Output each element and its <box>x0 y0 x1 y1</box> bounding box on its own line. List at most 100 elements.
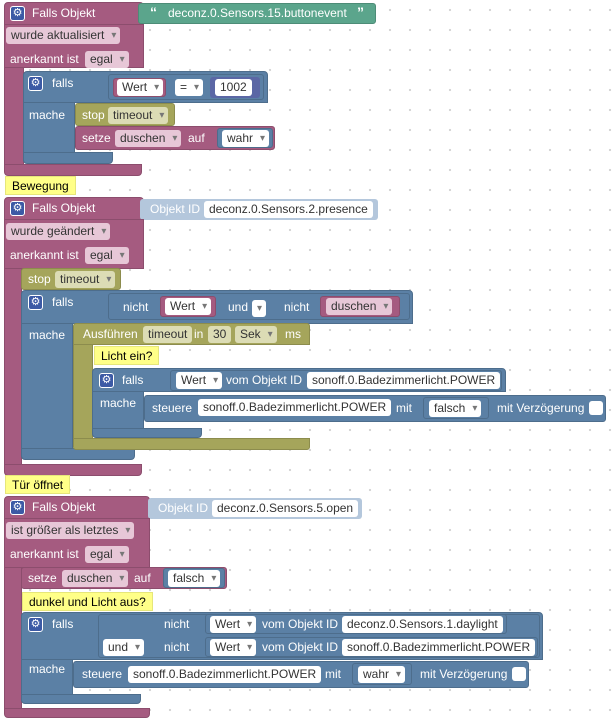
execute-foot <box>73 438 310 450</box>
if-label: falls <box>122 373 144 387</box>
comment-dunkel[interactable]: dunkel und Licht aus? <box>22 592 153 611</box>
if-label: falls <box>52 617 74 631</box>
quote-close-icon: ” <box>357 4 364 20</box>
value-dropdown[interactable]: Wert <box>165 298 212 315</box>
gear-icon[interactable]: ⚙ <box>99 373 114 388</box>
comment-tuer[interactable]: Tür öffnet <box>5 475 71 494</box>
not-label: nicht <box>123 300 149 314</box>
trigger-2-foot <box>4 464 142 476</box>
in-label: in <box>194 327 204 341</box>
with-label: mit <box>396 401 412 415</box>
from-object-label: vom Objekt ID <box>262 640 339 654</box>
comment-bewegung[interactable]: Bewegung <box>5 176 76 195</box>
number-value[interactable]: 1002 <box>215 79 252 96</box>
bool-dropdown[interactable]: wahr <box>358 666 406 683</box>
object-id-field[interactable]: deconz.0.Sensors.1.daylight <box>342 616 503 633</box>
trigger-1-spine <box>4 67 24 167</box>
trigger-1-title: Falls Objekt <box>32 6 96 20</box>
delay-label: mit Verzögerung <box>497 401 585 415</box>
ack-label: anerkannt ist <box>10 248 79 262</box>
ack-label: anerkannt ist <box>10 52 79 66</box>
ack-dropdown[interactable]: egal <box>85 247 129 264</box>
gear-icon[interactable]: ⚙ <box>10 201 25 216</box>
variable-dropdown[interactable]: duschen <box>62 570 129 587</box>
value-dropdown[interactable]: Wert <box>210 639 257 656</box>
and-label: und <box>228 300 249 314</box>
if-block-1-foot <box>23 152 113 164</box>
timeout-number[interactable]: 30 <box>208 326 232 343</box>
control-object-field[interactable]: sonoff.0.Badezimmerlicht.POWER <box>198 399 392 416</box>
timeout-name-field[interactable]: timeout <box>143 326 193 343</box>
set-label: setze <box>28 571 57 585</box>
operator-dropdown[interactable]: = <box>175 79 204 96</box>
quote-open-icon: “ <box>150 4 157 20</box>
object-id-field[interactable]: sonoff.0.Badezimmerlicht.POWER <box>342 639 536 656</box>
execute-label: Ausführen <box>83 327 138 341</box>
variable-dropdown[interactable]: duschen <box>326 298 393 315</box>
set-label: setze <box>82 131 111 145</box>
trigger-2-title: Falls Objekt <box>32 201 96 215</box>
auf-label: auf <box>188 131 205 145</box>
bool-dropdown[interactable]: falsch <box>168 570 221 587</box>
ack-dropdown[interactable]: egal <box>85 51 129 68</box>
gear-icon[interactable]: ⚙ <box>28 76 43 91</box>
trigger-1-foot <box>4 164 142 176</box>
text-block[interactable] <box>138 3 376 24</box>
delay-label: mit Verzögerung <box>420 667 508 681</box>
do-label: mache <box>100 396 137 410</box>
not-label: nicht <box>164 617 190 631</box>
stop-label: stop <box>82 108 105 122</box>
gear-icon[interactable]: ⚙ <box>10 6 25 21</box>
do-spine-3 <box>21 659 73 699</box>
inner-if-foot <box>92 428 202 438</box>
trigger-dropdown[interactable]: wurde aktualisiert <box>6 27 121 44</box>
gear-icon[interactable]: ⚙ <box>28 617 43 632</box>
bool-dropdown[interactable]: falsch <box>429 400 482 417</box>
control-label: steuere <box>152 401 193 415</box>
ms-label: ms <box>285 327 301 341</box>
and-dropdown[interactable] <box>252 300 266 317</box>
trigger-2-spine <box>4 268 22 468</box>
if-label: falls <box>52 295 74 309</box>
gear-icon[interactable]: ⚙ <box>28 295 43 310</box>
control-label: steuere <box>82 667 123 681</box>
trigger-3-title: Falls Objekt <box>32 500 96 514</box>
if-block-3-foot <box>21 694 141 704</box>
do-label: mache <box>29 662 66 676</box>
gear-icon[interactable]: ⚙ <box>10 500 25 515</box>
object-id-field[interactable]: deconz.0.Sensors.2.presence <box>204 201 373 218</box>
delay-checkbox[interactable] <box>512 667 526 681</box>
object-id-text[interactable]: deconz.0.Sensors.15.buttonevent <box>168 6 347 20</box>
control-object-field[interactable]: sonoff.0.Badezimmerlicht.POWER <box>128 666 322 683</box>
trigger-dropdown[interactable]: ist größer als letztes <box>6 522 135 539</box>
auf-label: auf <box>134 571 151 585</box>
stop-dropdown[interactable]: timeout <box>55 271 116 288</box>
delay-checkbox[interactable] <box>589 401 603 415</box>
stop-dropdown[interactable]: timeout <box>108 107 169 124</box>
comment-licht[interactable]: Licht ein? <box>94 346 160 365</box>
not-label-2: nicht <box>284 300 310 314</box>
value-dropdown[interactable]: Wert <box>210 616 257 633</box>
object-id-field[interactable]: deconz.0.Sensors.5.open <box>212 500 359 517</box>
ack-label: anerkannt ist <box>10 547 79 561</box>
do-spine-2 <box>21 323 73 451</box>
and-dropdown[interactable]: und <box>103 639 145 656</box>
from-object-label: vom Objekt ID <box>226 373 303 387</box>
value-dropdown[interactable]: Wert <box>176 372 223 389</box>
execute-spine <box>73 344 93 444</box>
variable-dropdown[interactable]: duschen <box>115 130 182 147</box>
from-object-label: vom Objekt ID <box>262 617 339 631</box>
value-dropdown[interactable]: Wert <box>117 79 164 96</box>
unit-dropdown[interactable]: Sek <box>235 326 277 343</box>
inner-do-spine <box>92 391 144 433</box>
bool-dropdown[interactable]: wahr <box>222 130 270 147</box>
object-id-field[interactable]: sonoff.0.Badezimmerlicht.POWER <box>307 372 501 389</box>
object-id-label: Objekt ID <box>158 501 209 515</box>
not-label-2: nicht <box>164 640 190 654</box>
trigger-3-foot <box>4 708 150 718</box>
ack-dropdown[interactable]: egal <box>85 546 129 563</box>
object-id-label: Objekt ID <box>150 202 201 216</box>
trigger-dropdown[interactable]: wurde geändert <box>6 223 111 240</box>
trigger-3-spine <box>4 567 22 712</box>
if-label: falls <box>52 76 74 90</box>
